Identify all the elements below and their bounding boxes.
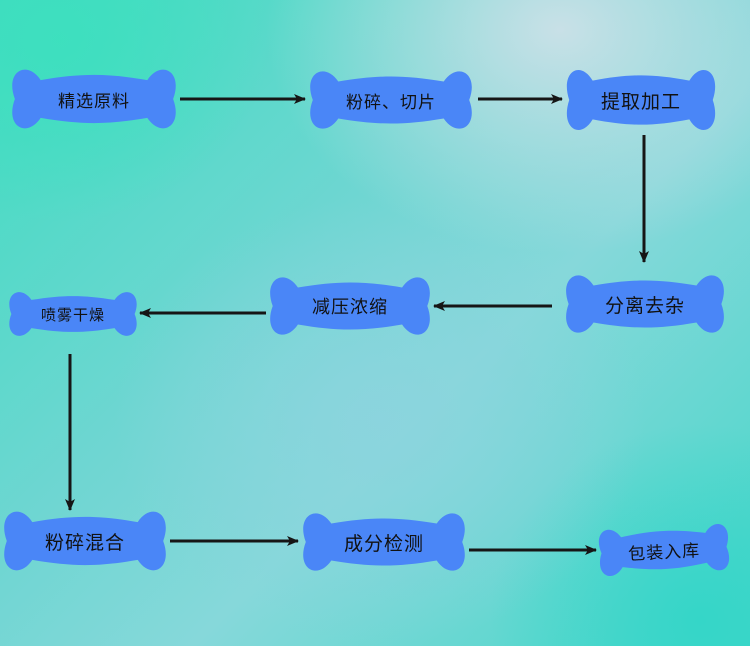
step-node-2: 粉碎、切片 — [306, 58, 476, 142]
step-label: 成分检测 — [343, 532, 424, 555]
step-label: 精选原料 — [58, 91, 130, 112]
step-node-9: 包装入库 — [594, 512, 733, 587]
step-label: 喷雾干燥 — [40, 305, 105, 324]
bone-shape — [599, 523, 729, 577]
step-node-3: 提取加工 — [563, 56, 719, 144]
step-node-7: 粉碎混合 — [0, 498, 170, 584]
step-label: 粉碎、切片 — [346, 92, 436, 113]
step-label: 包装入库 — [627, 540, 701, 565]
step-label: 粉碎混合 — [44, 531, 125, 554]
step-node-4: 分离去杂 — [562, 262, 728, 346]
bone-shape — [310, 71, 472, 129]
bone-shape — [4, 511, 166, 571]
bone-shape — [9, 292, 137, 336]
bone-shape — [270, 277, 430, 335]
bone-shape — [303, 513, 465, 571]
step-label: 提取加工 — [600, 90, 681, 113]
step-node-6: 喷雾干燥 — [6, 282, 140, 346]
step-label: 分离去杂 — [604, 294, 685, 317]
step-node-1: 精选原料 — [8, 56, 180, 142]
bone-shape — [566, 275, 724, 333]
step-node-5: 减压浓缩 — [266, 264, 434, 348]
bone-shape — [566, 69, 716, 131]
step-label: 减压浓缩 — [312, 297, 388, 318]
step-node-8: 成分检测 — [299, 500, 469, 584]
bone-shape — [12, 69, 176, 129]
